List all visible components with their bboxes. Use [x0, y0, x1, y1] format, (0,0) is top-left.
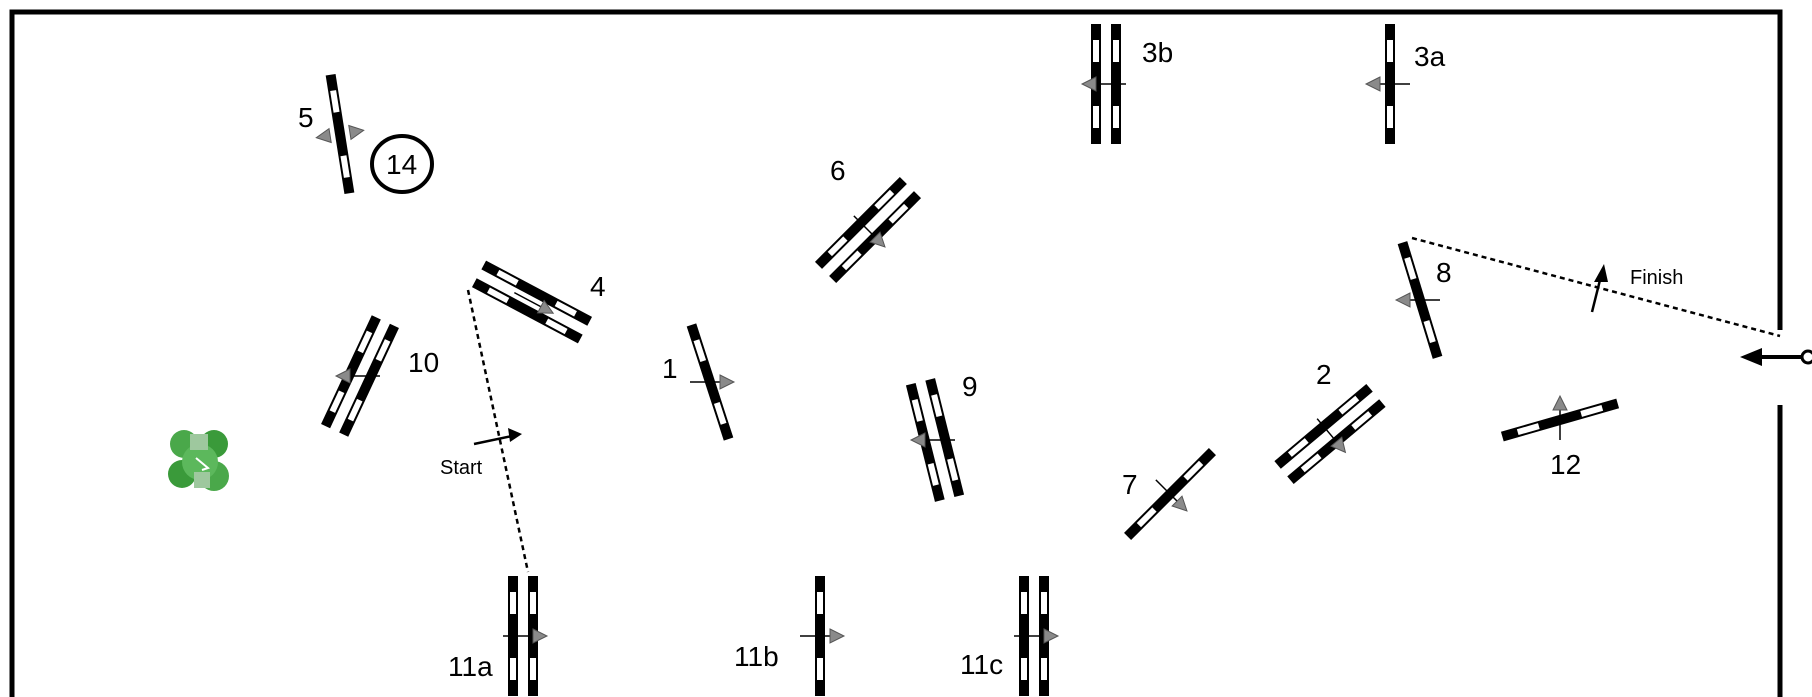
arena-border: [9, 9, 1783, 697]
shrub-icon: [168, 430, 229, 491]
jump-12: [1500, 395, 1620, 442]
jump-11a-label: 11a: [448, 651, 493, 682]
jump-11b-label: 11b: [734, 641, 779, 672]
jump-6-label: 6: [830, 155, 846, 186]
start-label: Start: [440, 457, 483, 479]
jump-5-label: 5: [298, 102, 314, 133]
jump-4-label: 4: [590, 271, 606, 302]
jump-9-label: 9: [962, 371, 978, 402]
start-arrow-icon: [473, 428, 522, 446]
jump-10-label: 10: [408, 347, 439, 378]
jump-1: [686, 323, 735, 441]
jump-7-label: 7: [1122, 469, 1138, 500]
finish-label: Finish: [1630, 267, 1683, 289]
jump-11c-label: 11c: [960, 649, 1003, 680]
jump-10: [321, 315, 399, 437]
marker-14: 14: [370, 134, 434, 194]
finish-arrow-icon: [1590, 264, 1608, 313]
jump-5: [315, 73, 365, 195]
entrance-arrow-icon: [1740, 348, 1812, 366]
jump-11b: [799, 576, 845, 696]
marker-14-label: 14: [386, 149, 417, 180]
jump-11a: [502, 576, 548, 696]
jump-2: [1274, 383, 1386, 485]
jump-8-label: 8: [1436, 257, 1452, 288]
jump-11c: [1013, 576, 1059, 696]
start-line: [466, 289, 530, 573]
jump-2-label: 2: [1316, 359, 1332, 390]
jump-12-label: 12: [1550, 449, 1581, 480]
jump-3a: [1365, 24, 1411, 144]
jump-3b: [1081, 24, 1127, 144]
jump-9: [905, 378, 965, 502]
jump-6: [814, 176, 922, 284]
jump-3b-label: 3b: [1142, 37, 1173, 68]
jump-3a-label: 3a: [1414, 41, 1446, 72]
jump-1-label: 1: [662, 353, 678, 384]
jump-8: [1395, 241, 1443, 359]
finish-line: [1411, 236, 1781, 338]
jump-4: [471, 260, 593, 344]
